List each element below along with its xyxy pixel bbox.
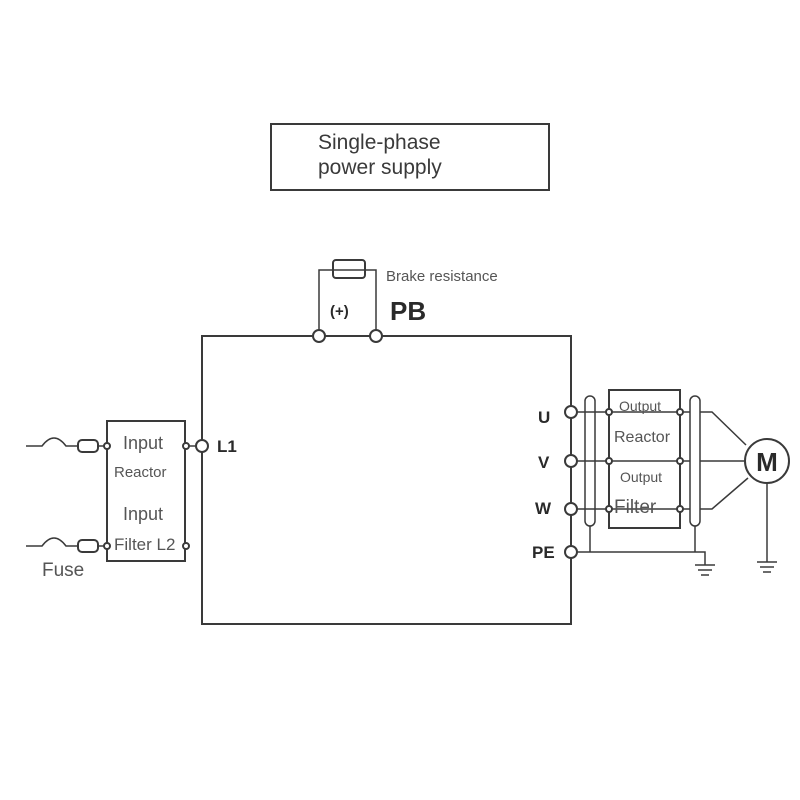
title-line-2: power supply — [318, 156, 442, 179]
block-output-node-1 — [182, 442, 190, 450]
motor-ground-icon — [757, 561, 777, 573]
input-node-2 — [103, 542, 111, 550]
terminal-plus — [312, 329, 326, 343]
pb-label: PB — [390, 296, 426, 326]
output-block-node-v-in — [605, 457, 613, 465]
output-block-line4: Filter — [614, 497, 657, 518]
fuse-label: Fuse — [42, 560, 84, 581]
pe-ground-icon — [695, 564, 715, 576]
u-label: U — [538, 408, 550, 427]
v-label: V — [538, 453, 550, 472]
fuse-2-icon — [77, 539, 99, 553]
pe-label: PE — [532, 543, 555, 562]
input-block-line1: Input — [123, 433, 163, 453]
terminal-v — [564, 454, 578, 468]
brake-resistance-label: Brake resistance — [386, 268, 498, 285]
fuse-1-icon — [77, 439, 99, 453]
input-block-line2: Reactor — [114, 464, 167, 481]
input-cable-1 — [26, 437, 78, 447]
input-block — [106, 420, 186, 562]
output-block-node-w-out — [676, 505, 684, 513]
power-supply-title-box: Single-phase power supply — [270, 123, 550, 191]
brake-resistor-icon — [332, 259, 366, 279]
block-output-node-2 — [182, 542, 190, 550]
input-cable-2 — [26, 537, 78, 547]
output-block-line1: Output — [619, 398, 661, 414]
output-block-line3: Output — [620, 469, 662, 485]
output-block-node-v-out — [676, 457, 684, 465]
l1-label: L1 — [217, 437, 237, 456]
terminal-l1 — [195, 439, 209, 453]
output-block-line2: Reactor — [614, 429, 671, 446]
motor-lead-w — [700, 477, 749, 510]
title-line-1: Single-phase — [318, 131, 441, 154]
inverter-body — [201, 335, 572, 625]
cable-shield-right — [689, 395, 701, 527]
terminal-u — [564, 405, 578, 419]
terminal-w — [564, 502, 578, 516]
output-block-node-w-in — [605, 505, 613, 513]
motor-label: M — [756, 447, 778, 477]
pe-ground-wire — [577, 551, 706, 565]
brake-resistor-wire — [318, 269, 377, 336]
input-block-line4: Filter L2 — [114, 535, 175, 554]
terminal-pe — [564, 545, 578, 559]
output-block-node-u-in — [605, 408, 613, 416]
terminal-pb — [369, 329, 383, 343]
input-node-1 — [103, 442, 111, 450]
input-block-line3: Input — [123, 504, 163, 524]
motor-lead-u — [700, 411, 747, 446]
output-block-node-u-out — [676, 408, 684, 416]
w-label: W — [535, 499, 552, 518]
plus-label: (+) — [330, 303, 349, 320]
